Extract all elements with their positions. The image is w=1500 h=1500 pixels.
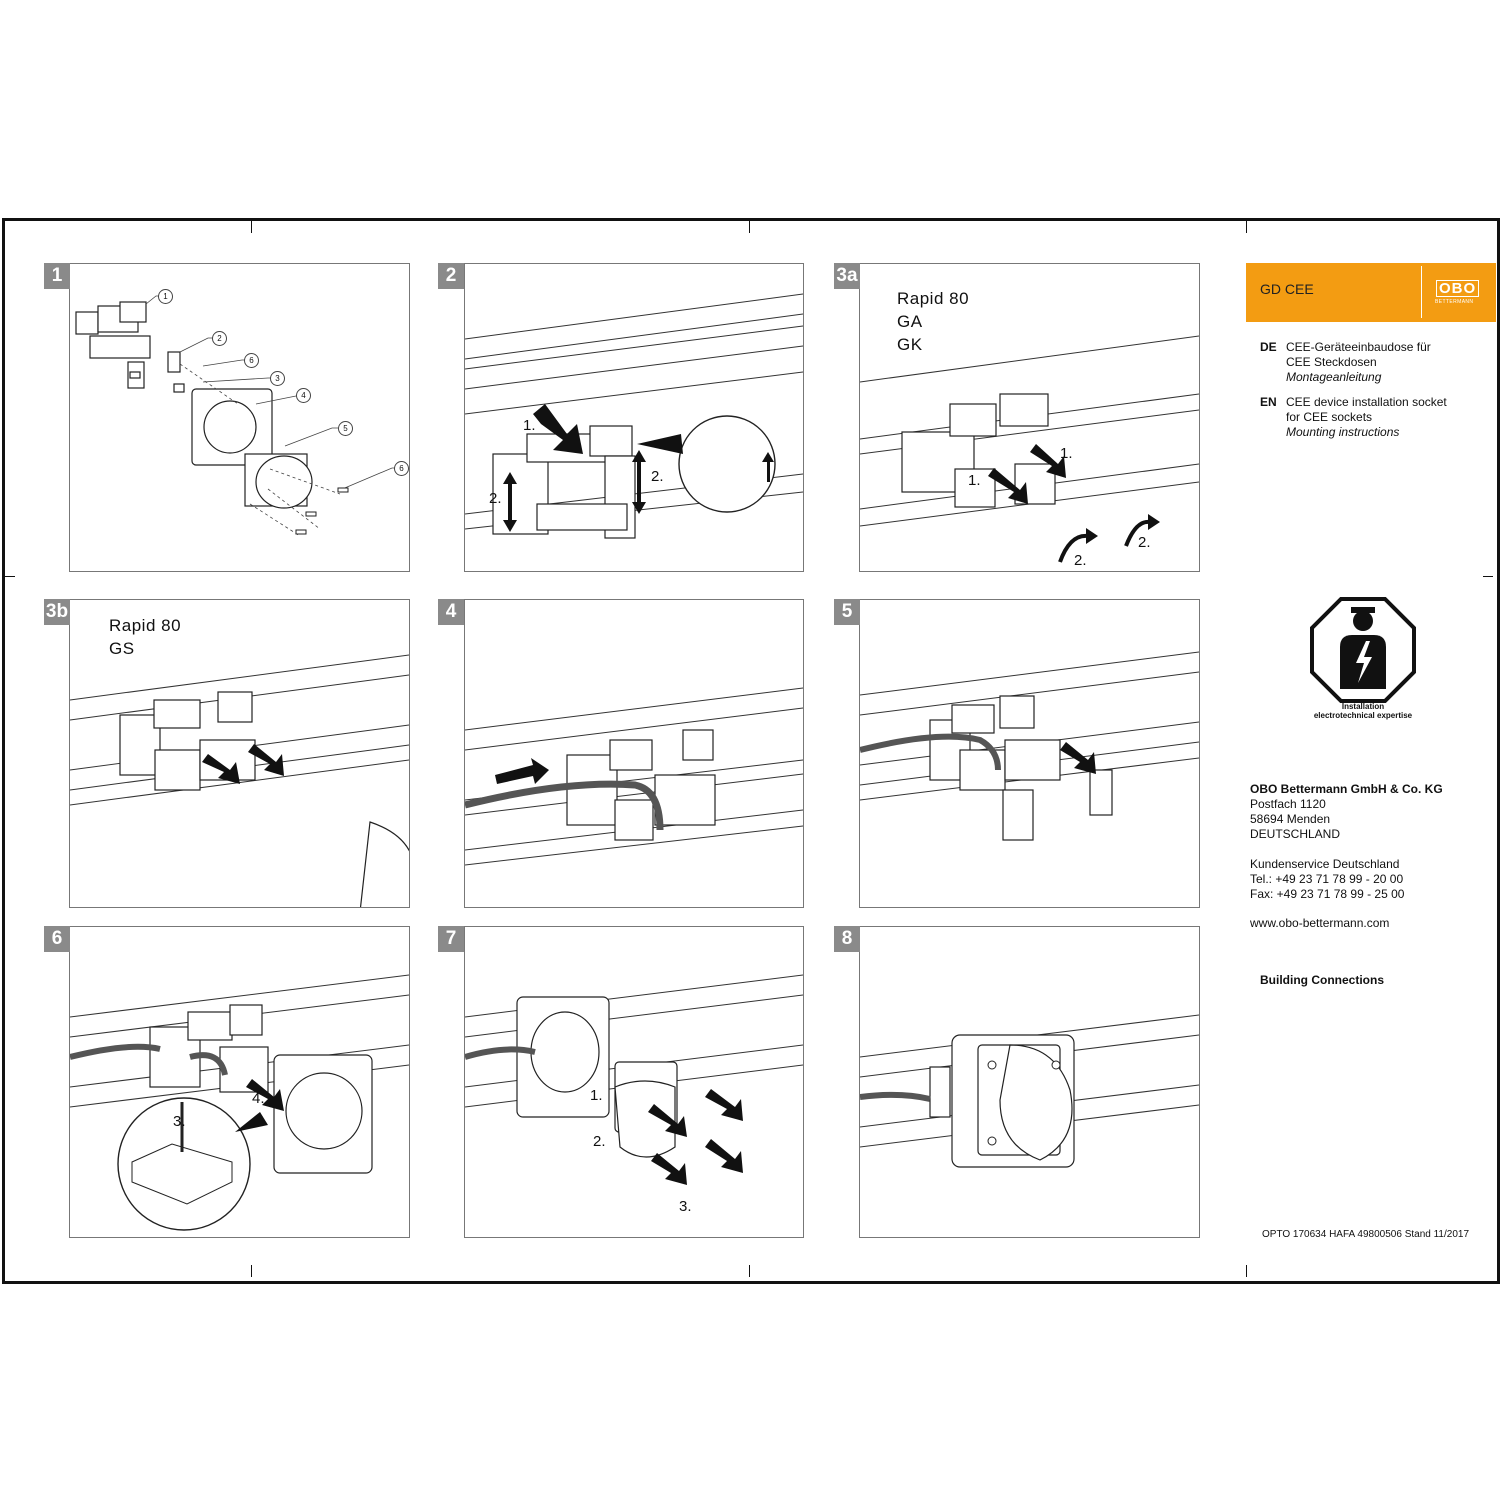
desc-line: for CEE sockets (1286, 410, 1373, 424)
step-label: 2. (1074, 552, 1087, 569)
obo-logo: OBO BETTERMANN (1421, 266, 1496, 318)
fax-number: Fax: +49 23 71 78 99 - 25 00 (1250, 887, 1405, 901)
trunking-illustration (70, 654, 409, 907)
trunking-illustration (860, 1014, 1199, 1168)
exploded-parts-illustration (75, 295, 398, 537)
desc-line: CEE-Geräteeinbaudose für (1286, 340, 1431, 354)
fold-mark (1246, 221, 1247, 233)
desc-subtitle: Montageanleitung (1286, 370, 1382, 384)
step-number: 3a (834, 263, 860, 289)
callout-marker: 5 (338, 421, 353, 436)
step-number: 8 (834, 926, 860, 952)
fold-mark (5, 576, 15, 577)
step-label: 1. (1060, 445, 1073, 462)
step-label: 4. (252, 1090, 265, 1107)
step-label: 1. (523, 417, 536, 434)
trunking-illustration (860, 335, 1199, 563)
address-line: DEUTSCHLAND (1250, 827, 1341, 841)
language-code: EN (1260, 395, 1277, 409)
step-label: 2. (651, 468, 664, 485)
trunking-illustration (860, 651, 1199, 841)
panel-3a: Rapid 80 GA GK 1. 1. 2. 2. (859, 263, 1200, 572)
trunking-illustration (465, 687, 803, 866)
tagline: Building Connections (1260, 973, 1384, 987)
product-code: GD CEE (1260, 281, 1314, 297)
language-description: CEE-Geräteeinbaudose für CEE Steckdosen … (1286, 340, 1486, 385)
website-link[interactable]: www.obo-bettermann.com (1250, 916, 1390, 930)
company-address: OBO Bettermann GmbH & Co. KG Postfach 11… (1250, 782, 1443, 842)
panel-7: 1. 2. 3. (464, 926, 804, 1238)
badge-caption: Installation electrotechnical expertise (1298, 702, 1428, 720)
company-name: OBO Bettermann GmbH & Co. KG (1250, 782, 1443, 796)
fold-mark (251, 221, 252, 233)
desc-line: CEE device installation socket (1286, 395, 1447, 409)
badge-caption-line: Installation (1341, 702, 1385, 711)
step-label: 2. (489, 490, 502, 507)
product-header (1246, 263, 1496, 322)
trunking-illustration (70, 974, 409, 1231)
language-description: CEE device installation socket for CEE s… (1286, 395, 1486, 440)
step-number: 1 (44, 263, 70, 289)
step-label: 3. (679, 1198, 692, 1215)
desc-line: CEE Steckdosen (1286, 355, 1377, 369)
system-title: Rapid 80 GA GK (897, 289, 970, 354)
panel-6: 3. 4. (69, 926, 410, 1238)
step-number: 3b (44, 599, 70, 625)
step-label: 3. (173, 1113, 186, 1130)
fold-mark (251, 1265, 252, 1277)
logo-subtext: BETTERMANN (1435, 299, 1474, 305)
step-number: 6 (44, 926, 70, 952)
address-line: 58694 Menden (1250, 812, 1331, 826)
fold-mark (749, 221, 750, 233)
customer-service: Kundenservice Deutschland Tel.: +49 23 7… (1250, 857, 1404, 902)
document-reference: OPTO 170634 HAFA 49800506 Stand 11/2017 (1262, 1229, 1470, 1240)
electrician-warning-icon (1310, 597, 1416, 703)
address-line: Postfach 1120 (1250, 797, 1326, 811)
step-label: 2. (1138, 534, 1151, 551)
panel-3b: Rapid 80 GS (69, 599, 410, 908)
callout-marker: 6 (244, 353, 259, 368)
trunking-illustration (465, 974, 803, 1185)
panel-2: 1. 2. 2. (464, 263, 804, 572)
callout-marker: 6 (394, 461, 409, 476)
step-number: 7 (438, 926, 464, 952)
badge-caption-line: electrotechnical expertise (1313, 711, 1413, 720)
service-title: Kundenservice Deutschland (1250, 857, 1400, 871)
trunking-illustration (465, 293, 803, 539)
step-label: 1. (968, 472, 981, 489)
step-number: 5 (834, 599, 860, 625)
panel-5 (859, 599, 1200, 908)
fold-mark (749, 1265, 750, 1277)
language-block-de: DE CEE-Geräteeinbaudose für CEE Steckdos… (1260, 340, 1490, 386)
panel-1: 1 2 6 3 4 5 6 (69, 263, 410, 572)
callout-marker: 3 (270, 371, 285, 386)
system-title: Rapid 80 GS (109, 616, 182, 658)
language-code: DE (1260, 340, 1277, 354)
step-number: 4 (438, 599, 464, 625)
step-label: 1. (590, 1087, 603, 1104)
fold-mark (1246, 1265, 1247, 1277)
callout-marker: 2 (212, 331, 227, 346)
logo-wordmark: OBO (1436, 280, 1480, 297)
phone-number: Tel.: +49 23 71 78 99 - 20 00 (1250, 872, 1404, 886)
panel-4 (464, 599, 804, 908)
callout-marker: 1 (158, 289, 173, 304)
step-label: 2. (593, 1133, 606, 1150)
callout-marker: 4 (296, 388, 311, 403)
desc-subtitle: Mounting instructions (1286, 425, 1400, 439)
panel-8 (859, 926, 1200, 1238)
fold-mark (1483, 576, 1493, 577)
language-block-en: EN CEE device installation socket for CE… (1260, 395, 1490, 441)
step-number: 2 (438, 263, 464, 289)
